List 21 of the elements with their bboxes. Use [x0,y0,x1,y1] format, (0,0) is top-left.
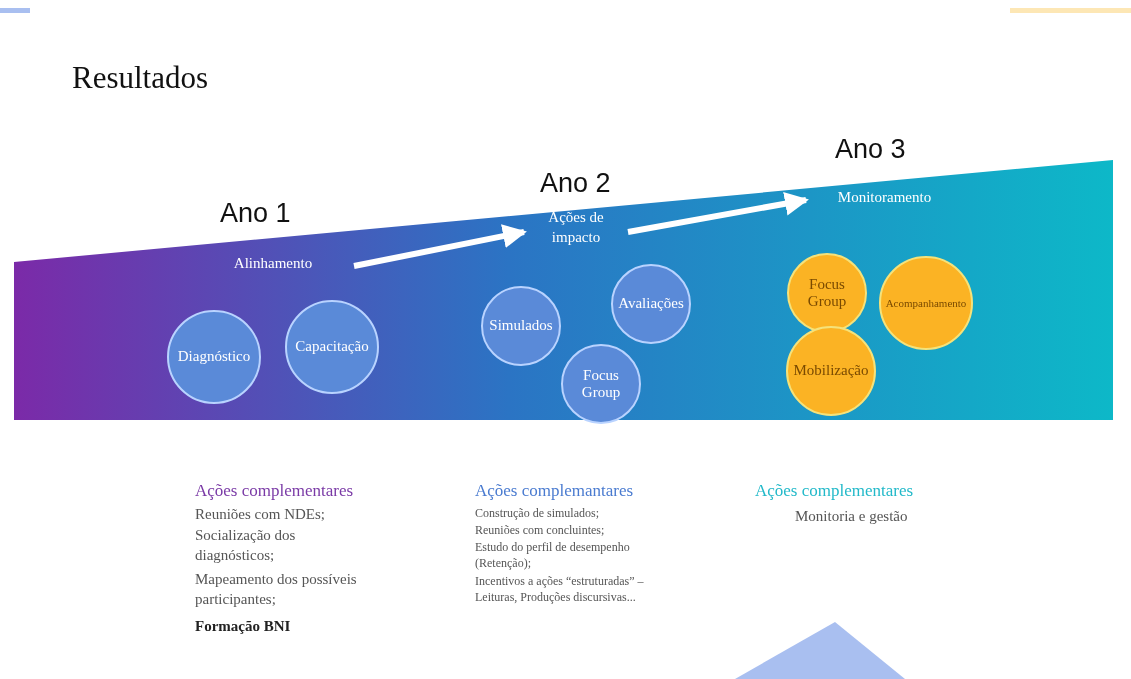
slide-title: Resultados [72,60,209,96]
column-heading: Ações complemantares [475,480,634,502]
list-item: Formação BNI [195,617,291,636]
year-label: Ano 1 [220,197,291,230]
list-item: Reuniões com concluintes; [475,523,606,539]
list-item: Estudo do perfil de desempenho (Retenção); [475,540,631,572]
list-item: Monitoria e gestão [795,507,908,526]
stage-label: Alinhamento [198,254,348,274]
year-label: Ano 3 [835,133,906,166]
list-item: Socialização dos diagnósticos; [195,526,297,565]
column-heading: Ações complementares [755,480,914,502]
list-item: Reuniões com NDEs; [195,505,326,524]
list-item: Construção de simulados; [475,506,600,522]
arrow [627,191,809,235]
list-item: Mapeamento dos possíveis participantes; [195,570,358,609]
column-heading: Ações complementares [195,480,354,502]
arrow [353,224,527,269]
list-item: Incentivos a ações “estruturadas” – Leituras, Produções discursivas... [475,574,645,606]
stage-label: Monitoramento [812,188,957,208]
year-label: Ano 2 [540,167,611,200]
stage-label: Ações de impacto [530,208,622,247]
